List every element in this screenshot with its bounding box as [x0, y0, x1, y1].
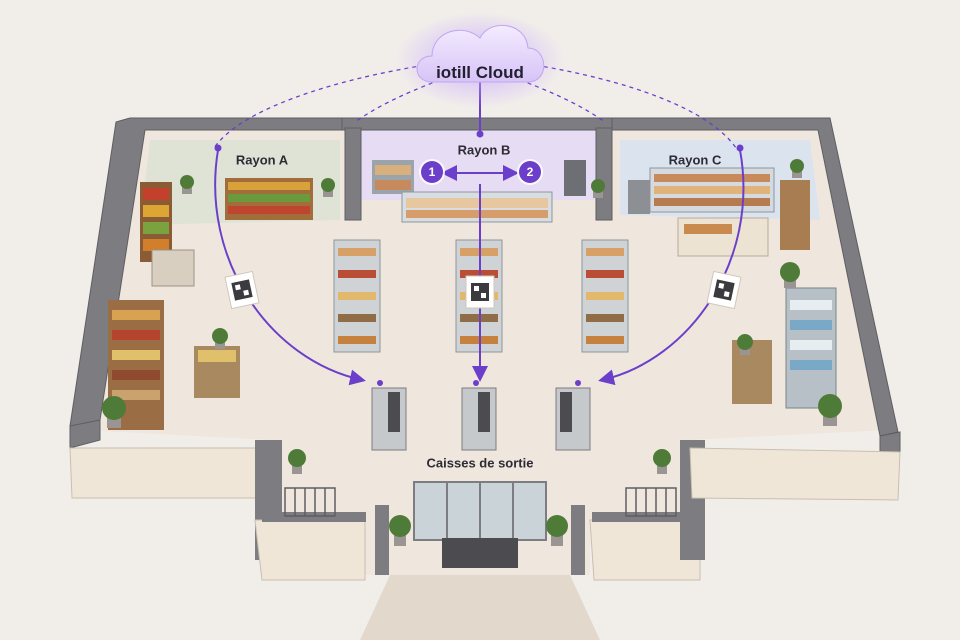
qr-code-tags	[224, 270, 742, 310]
entrance-doors	[375, 481, 585, 575]
display-tables	[194, 346, 240, 398]
checkout-label: Caisses de sortie	[426, 455, 534, 471]
entrance-path	[360, 575, 600, 640]
right-wall-fridges	[732, 287, 837, 409]
connection-nodes	[214, 130, 744, 386]
left-wall-shelves	[108, 300, 164, 430]
store-walls	[69, 117, 901, 457]
store-front-walls	[69, 440, 901, 581]
rayon-a-label: Rayon A	[235, 152, 289, 168]
cloud-label: iotill Cloud	[436, 63, 524, 82]
badge-1: 1	[421, 161, 443, 183]
rayon-c-shelves	[628, 167, 810, 257]
cloud-connection-lines	[213, 63, 737, 149]
rayon-a-produce-shelves	[140, 178, 313, 287]
rayon-b-zone	[360, 125, 610, 200]
entrance-mat	[442, 538, 518, 568]
rayon-b-refrigerated-counter	[372, 160, 586, 223]
rayon-b-label: Rayon B	[457, 142, 511, 158]
potted-plants	[102, 159, 842, 546]
shopping-carts	[284, 487, 677, 517]
checkout-counters	[371, 387, 591, 451]
rayon-c-label: Rayon C	[668, 152, 722, 168]
badge-2: 2	[519, 161, 541, 183]
cloud-icon	[395, 12, 565, 108]
